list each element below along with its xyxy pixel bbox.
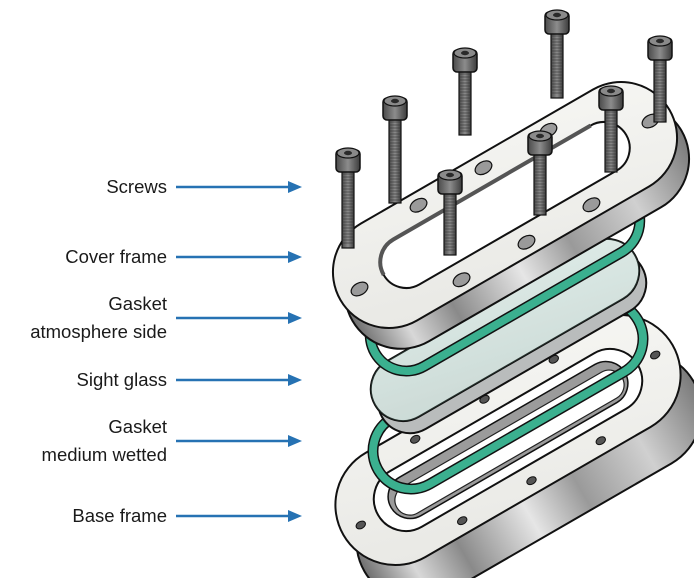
label-cover-frame: Cover frame xyxy=(65,243,167,271)
label-line: medium wetted xyxy=(41,444,167,465)
screw xyxy=(544,9,570,99)
label-sight-glass: Sight glass xyxy=(77,366,168,394)
label-line: Cover frame xyxy=(65,246,167,267)
label-gasket-medium: Gasket medium wetted xyxy=(42,413,167,469)
cover-frame-part xyxy=(331,81,691,350)
label-line: atmosphere side xyxy=(30,321,167,342)
screw xyxy=(335,147,361,249)
arrow-cover-frame xyxy=(176,251,302,263)
screw xyxy=(647,35,673,123)
arrow-base-frame xyxy=(176,510,302,522)
label-line: Gasket xyxy=(108,416,167,437)
label-base-frame: Base frame xyxy=(72,502,167,530)
arrow-gasket-atmosphere xyxy=(176,312,302,324)
screws-part xyxy=(335,9,673,256)
label-line: Sight glass xyxy=(76,369,168,390)
label-line: Screws xyxy=(106,176,167,197)
label-gasket-atmosphere: Gasket atmosphere side xyxy=(30,290,167,346)
label-screws: Screws xyxy=(106,173,167,201)
label-line: Gasket xyxy=(108,293,167,314)
screw xyxy=(598,85,624,173)
screw xyxy=(452,47,478,136)
arrow-sight-glass xyxy=(176,374,302,386)
label-line: Base frame xyxy=(72,505,167,526)
arrow-gasket-medium xyxy=(176,435,302,447)
arrow-screws xyxy=(176,181,302,193)
screw xyxy=(382,95,408,204)
screw xyxy=(437,169,463,256)
screw xyxy=(527,130,553,216)
